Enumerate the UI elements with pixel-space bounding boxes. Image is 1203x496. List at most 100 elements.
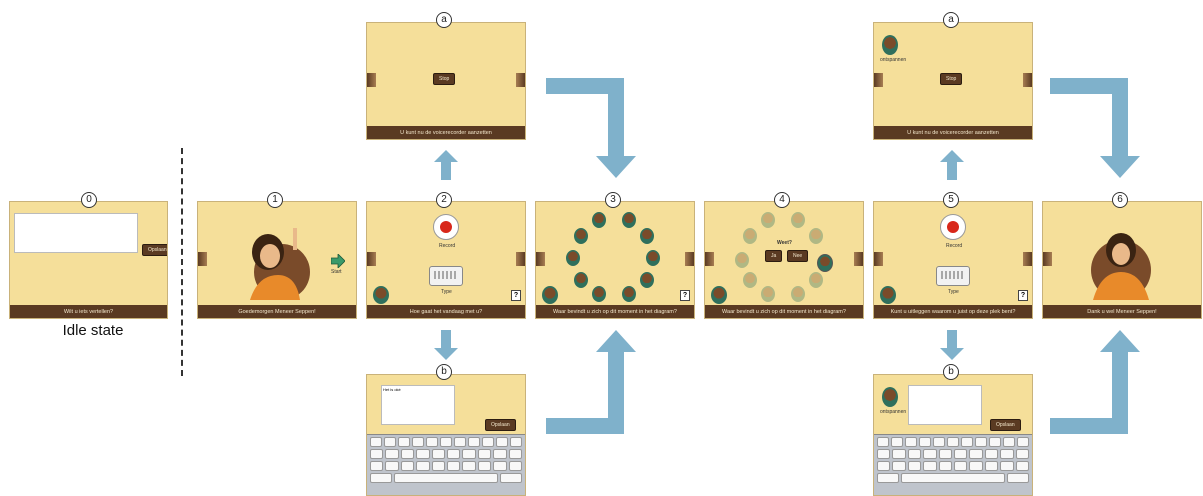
diagram-person bbox=[743, 228, 757, 244]
step-badge-4: 4 bbox=[774, 192, 790, 208]
caption-bar: Dank u wel Meneer Seppen! bbox=[1043, 305, 1201, 318]
left-tab bbox=[874, 252, 883, 266]
diagram-person[interactable] bbox=[640, 228, 654, 244]
arrow-down-icon bbox=[940, 330, 964, 360]
left-tab bbox=[367, 252, 376, 266]
woman-illustration bbox=[1083, 220, 1157, 300]
left-tab bbox=[198, 252, 207, 266]
record-button[interactable] bbox=[433, 214, 459, 240]
caption-bar: Hoe gaat het vandaag met u? bbox=[367, 305, 525, 318]
keyboard-icon[interactable] bbox=[936, 266, 970, 286]
diagram-person[interactable] bbox=[622, 212, 636, 228]
step-badge-3: 3 bbox=[605, 192, 621, 208]
start-arrow-icon[interactable] bbox=[331, 254, 345, 268]
step-badge-5b: b bbox=[943, 364, 959, 380]
record-label: Record bbox=[439, 243, 455, 249]
screen-5b: ontspannen Opslaan bbox=[873, 374, 1033, 496]
screen-5: Record Type ? Kunt u uitleggen waarom u … bbox=[873, 201, 1033, 319]
diagram-person[interactable] bbox=[574, 272, 588, 288]
diagram-person[interactable] bbox=[592, 286, 606, 302]
diagram-person[interactable] bbox=[566, 250, 580, 266]
woman-avatar bbox=[542, 286, 558, 304]
diagram-person[interactable] bbox=[640, 272, 654, 288]
screen-1: Start Goedemorgen Meneer Seppen! bbox=[197, 201, 357, 319]
record-label: Record bbox=[946, 243, 962, 249]
screen-2: Record Type ? Hoe gaat het vandaag met u… bbox=[366, 201, 526, 319]
save-button[interactable]: Opslaan bbox=[485, 419, 516, 431]
caption-bar: Kunt u uitleggen waarom u juist op deze … bbox=[874, 305, 1032, 318]
start-label: Start bbox=[331, 269, 342, 275]
type-label: Type bbox=[441, 289, 452, 295]
no-button[interactable]: Nee bbox=[787, 250, 808, 262]
onscreen-keyboard[interactable] bbox=[367, 434, 525, 495]
step-badge-0: 0 bbox=[81, 192, 97, 208]
diagram-person[interactable] bbox=[592, 212, 606, 228]
caption-bar: Wilt u iets vertellen? bbox=[10, 305, 167, 318]
screen-2a: Stop U kunt nu de voicerecorder aanzette… bbox=[366, 22, 526, 140]
confirm-question: Weet? bbox=[777, 240, 792, 246]
person-label: ontspannen bbox=[880, 409, 906, 415]
idle-state-label: Idle state bbox=[38, 322, 148, 339]
caption-bar: Waar bevindt u zich op dit moment in het… bbox=[536, 305, 694, 318]
diagram-person bbox=[761, 286, 775, 302]
stop-button[interactable]: Stop bbox=[433, 73, 455, 85]
typed-text-box[interactable]: Het is oké bbox=[381, 385, 455, 425]
caption-bar: U kunt nu de voicerecorder aanzetten bbox=[874, 126, 1032, 139]
help-button[interactable]: ? bbox=[1018, 290, 1028, 301]
diagram-person bbox=[761, 212, 775, 228]
record-button[interactable] bbox=[940, 214, 966, 240]
caption-bar: Goedemorgen Meneer Seppen! bbox=[198, 305, 356, 318]
woman-avatar bbox=[373, 286, 389, 304]
left-tab bbox=[1043, 252, 1052, 266]
right-tab bbox=[516, 73, 525, 87]
diagram-person[interactable] bbox=[646, 250, 660, 266]
yes-button[interactable]: Ja bbox=[765, 250, 782, 262]
elbow-arrow-down-icon bbox=[546, 78, 636, 178]
diagram-person bbox=[743, 272, 757, 288]
selected-person bbox=[882, 35, 898, 55]
screen-3: ? Waar bevindt u zich op dit moment in h… bbox=[535, 201, 695, 319]
step-badge-2a: a bbox=[436, 12, 452, 28]
diagram-person bbox=[791, 286, 805, 302]
left-tab bbox=[536, 252, 545, 266]
woman-avatar bbox=[880, 286, 896, 304]
text-input-box[interactable] bbox=[908, 385, 982, 425]
elbow-arrow-up-icon bbox=[546, 330, 636, 434]
screen-0: Opslaan Wilt u iets vertellen? bbox=[9, 201, 168, 319]
step-badge-2b: b bbox=[436, 364, 452, 380]
keyboard-icon[interactable] bbox=[429, 266, 463, 286]
arrow-up-icon bbox=[940, 150, 964, 180]
selected-person[interactable] bbox=[817, 254, 833, 272]
elbow-arrow-down-icon bbox=[1050, 78, 1140, 178]
stop-button[interactable]: Stop bbox=[940, 73, 962, 85]
step-badge-5: 5 bbox=[943, 192, 959, 208]
left-tab bbox=[705, 252, 714, 266]
selected-person bbox=[882, 387, 898, 407]
diagram-person bbox=[809, 272, 823, 288]
help-button[interactable]: ? bbox=[680, 290, 690, 301]
diagram-person[interactable] bbox=[574, 228, 588, 244]
right-tab bbox=[516, 252, 525, 266]
step-badge-2: 2 bbox=[436, 192, 452, 208]
text-input-box[interactable] bbox=[14, 213, 138, 253]
diagram-person[interactable] bbox=[622, 286, 636, 302]
arrow-down-icon bbox=[434, 330, 458, 360]
onscreen-keyboard[interactable] bbox=[874, 434, 1032, 495]
separator-line bbox=[181, 148, 183, 376]
step-badge-6: 6 bbox=[1112, 192, 1128, 208]
caption-bar: Waar bevindt u zich op dit moment in het… bbox=[705, 305, 863, 318]
help-button[interactable]: ? bbox=[511, 290, 521, 301]
type-label: Type bbox=[948, 289, 959, 295]
woman-avatar bbox=[711, 286, 727, 304]
screen-5a: ontspannen Stop U kunt nu de voicerecord… bbox=[873, 22, 1033, 140]
right-tab bbox=[1023, 73, 1032, 87]
caption-bar: U kunt nu de voicerecorder aanzetten bbox=[367, 126, 525, 139]
screen-2b: Het is oké Opslaan bbox=[366, 374, 526, 496]
diagram-person bbox=[809, 228, 823, 244]
right-tab bbox=[1023, 252, 1032, 266]
step-badge-1: 1 bbox=[267, 192, 283, 208]
save-button[interactable]: Opslaan bbox=[990, 419, 1021, 431]
person-label: ontspannen bbox=[880, 57, 906, 63]
right-tab bbox=[854, 252, 863, 266]
save-button[interactable]: Opslaan bbox=[142, 244, 168, 256]
